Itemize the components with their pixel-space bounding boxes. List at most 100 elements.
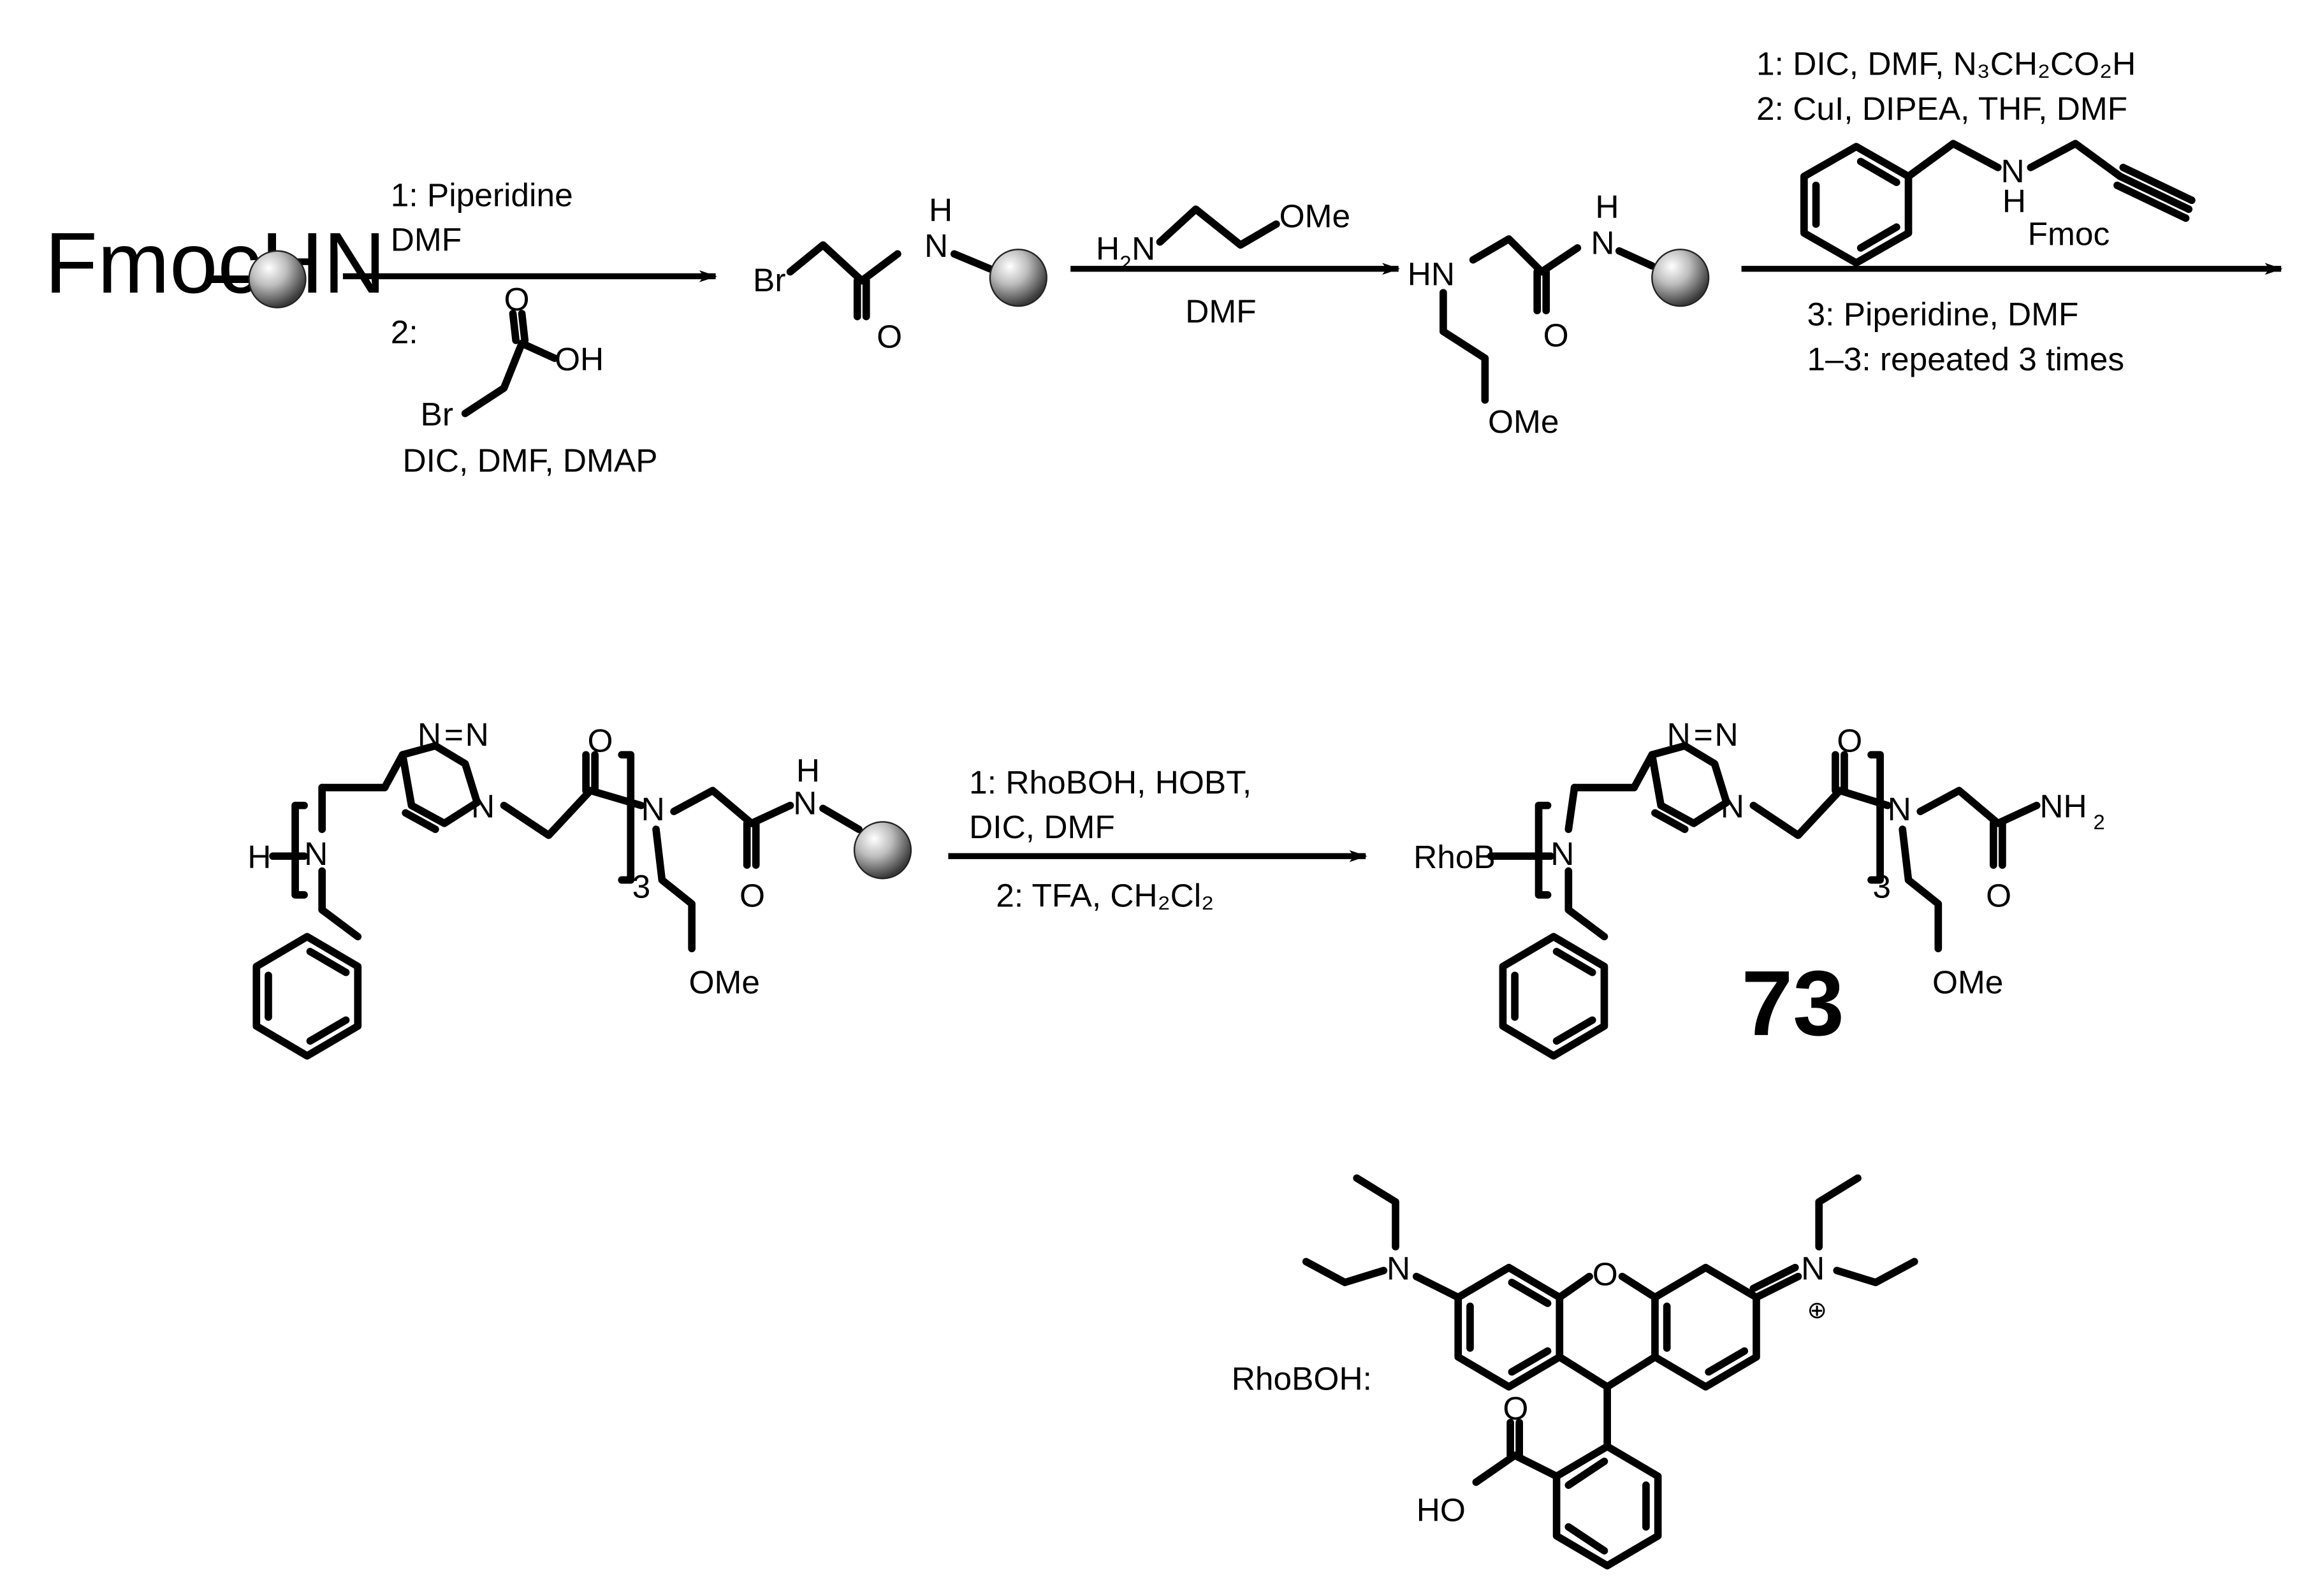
p2-o: O [1543,316,1569,353]
bond [1899,825,1943,953]
bond [587,787,645,809]
rhoboh-label: RhoBOH: [1232,1360,1372,1396]
rho-n-right: N [1801,1249,1825,1286]
bond [1615,247,1656,270]
bond [1156,205,1280,249]
bracket-left [1535,801,1552,899]
step1-line2: DMF [391,221,462,258]
step3-line2: 2: CuI, DIPEA, THF, DMF [1756,90,2127,127]
positive-charge-icon: ⊕ [1807,1296,1827,1323]
bond [857,250,901,285]
bromo-oh: OH [555,340,604,377]
xanthene-o: O [1593,1256,1618,1293]
starting-resin: FmocHN [45,214,386,311]
bond [1564,1523,1608,1555]
p4-triazole-n3: N [1721,787,1744,824]
bond [1630,751,1656,792]
fmoc-label: Fmoc [2028,215,2110,252]
bond [1552,948,1596,976]
compound-number: 73 [1742,952,1844,1055]
bracket-left [291,801,308,899]
p4-rhob: RhoB [1413,838,1496,875]
reaction-step-4: 1: RhoBOH, HOBT, DIC, DMF 2: TFA, CH₂Cl₂ [948,764,1367,914]
p4-n-mid: N [1888,790,1911,827]
reaction-step-2: H 2 N OMe DMF [1070,197,1401,330]
step3-line1: 1: DIC, DMF, N₃CH₂CO₂H [1756,45,2136,82]
bond [1564,867,1608,941]
step4-line2: DIC, DMF [969,808,1115,845]
bond [518,310,529,344]
p2-ome: OMe [1488,403,1559,440]
bracket-right [1867,751,1884,884]
bond [1302,1258,1388,1286]
rho-n-left: N [1387,1249,1410,1286]
bond [500,787,594,839]
p3-n-mid: N [641,790,665,827]
bond [1856,223,1900,252]
reaction-step-3: 1: DIC, DMF, N₃CH₂CO₂H 2: CuI, DIPEA, TH… [1741,45,2283,377]
bond [1412,1272,1462,1302]
rho-ho: HO [1417,1491,1466,1528]
p4-triazole-n1: N [1667,716,1691,753]
bond [461,339,526,417]
bond [1994,801,2041,827]
bond [509,310,520,344]
bond [1353,1174,1399,1251]
resin-bead-icon [989,249,1047,307]
p3-triazole-n3: N [471,787,495,824]
bond [1749,1263,1799,1293]
step1-line4: DIC, DMF, DMAP [402,442,657,479]
step4-line1: 1: RhoBOH, HOBT, [969,764,1251,801]
bond [1556,1272,1593,1302]
p1-o: O [877,318,902,355]
p3-triazole-n1: N [418,716,441,753]
bond [2116,172,2193,214]
p4-n-amine: N [1550,835,1574,872]
p4-nh2: NH [2039,787,2087,824]
step3-line3: 3: Piperidine, DMF [1807,296,2079,333]
p3-nh-h: H [796,751,820,788]
bond [306,948,350,976]
p2-n: N [1591,224,1614,261]
bond [381,751,407,792]
resin-bead-icon [248,250,307,308]
bond [2119,163,2196,205]
bond [1836,787,1892,809]
p4-repeat: 3 [1872,868,1891,905]
bond [1469,235,1546,276]
bond [1472,1451,1519,1486]
bond [318,867,362,941]
p3-nh-n: N [793,785,817,822]
bromo-br: Br [421,395,453,432]
bond [1538,244,1582,276]
bond [747,801,794,827]
bond [1564,783,1578,833]
bond [670,787,755,827]
p2-h: H [1595,188,1619,225]
resin-bead-icon [1651,249,1710,307]
bond [1705,1347,1749,1376]
rhodamine-b-structure: RhoBOH: O N N ⊕ O [1232,1174,1918,1570]
p3-n-amine: N [304,835,328,872]
amine-h: H [2002,182,2026,219]
bond [2027,140,2124,180]
bond [1651,809,1689,833]
step1-line1: 1: Piperidine [391,177,573,214]
p4-triazole-n2: N [1715,716,1739,753]
bond [1749,787,1844,839]
bond [819,804,863,833]
step3-line4: 1–3: repeated 3 times [1807,340,2125,377]
bracket-right [618,751,635,884]
reaction-step-1: 1: Piperidine DMF 2: Br O OH DIC, DMF, D… [342,177,717,479]
p3-o-top: O [587,722,613,759]
p3-ome: OMe [689,963,759,1000]
p3-o-bottom: O [740,877,765,914]
p3-h-terminus: H [247,838,271,875]
bond [1753,1272,1802,1302]
amine-n: N [2001,152,2025,189]
bond [1556,1353,1659,1391]
bromo-o: O [504,280,529,317]
peptoid-monomer-resin: HN O N H OMe [1408,188,1710,440]
resin-bead-icon [853,821,912,880]
